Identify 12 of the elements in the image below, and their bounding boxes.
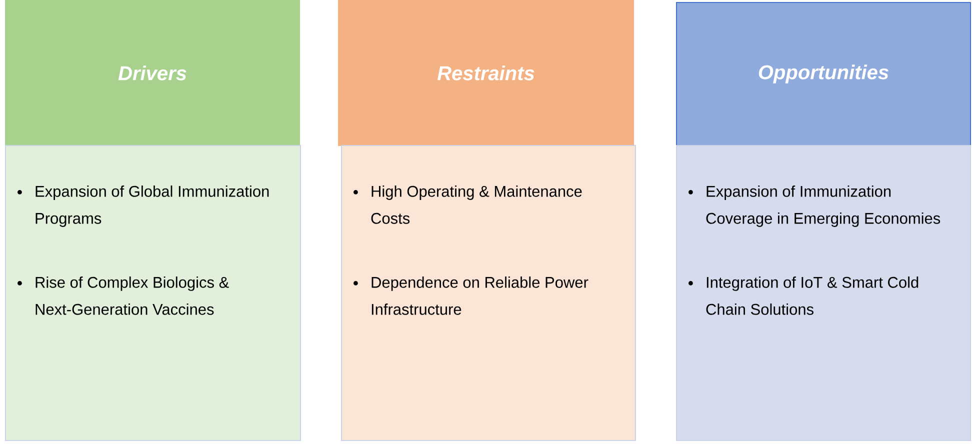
header-box: Opportunities — [676, 2, 971, 146]
header-box: Restraints — [338, 0, 634, 146]
list-item: High Operating & Maintenance Costs — [371, 186, 582, 224]
list-item: Dependence on Reliable Power Infrastructure — [372, 276, 588, 315]
list-item: Expansion of Immunization Coverage in Emerging Economies — [706, 186, 940, 227]
list-panel — [5, 145, 301, 441]
list-item: Integration of IoT & Smart Cold Chain Solutions — [706, 276, 918, 315]
header-box: Drivers — [5, 0, 300, 146]
list-panel — [341, 145, 636, 441]
list-item: Rise of Complex Biologics & Next-Generation Vaccines — [36, 276, 229, 315]
list-item: Expansion of Global Immunization Programs — [36, 186, 269, 227]
list-panel — [676, 145, 971, 441]
